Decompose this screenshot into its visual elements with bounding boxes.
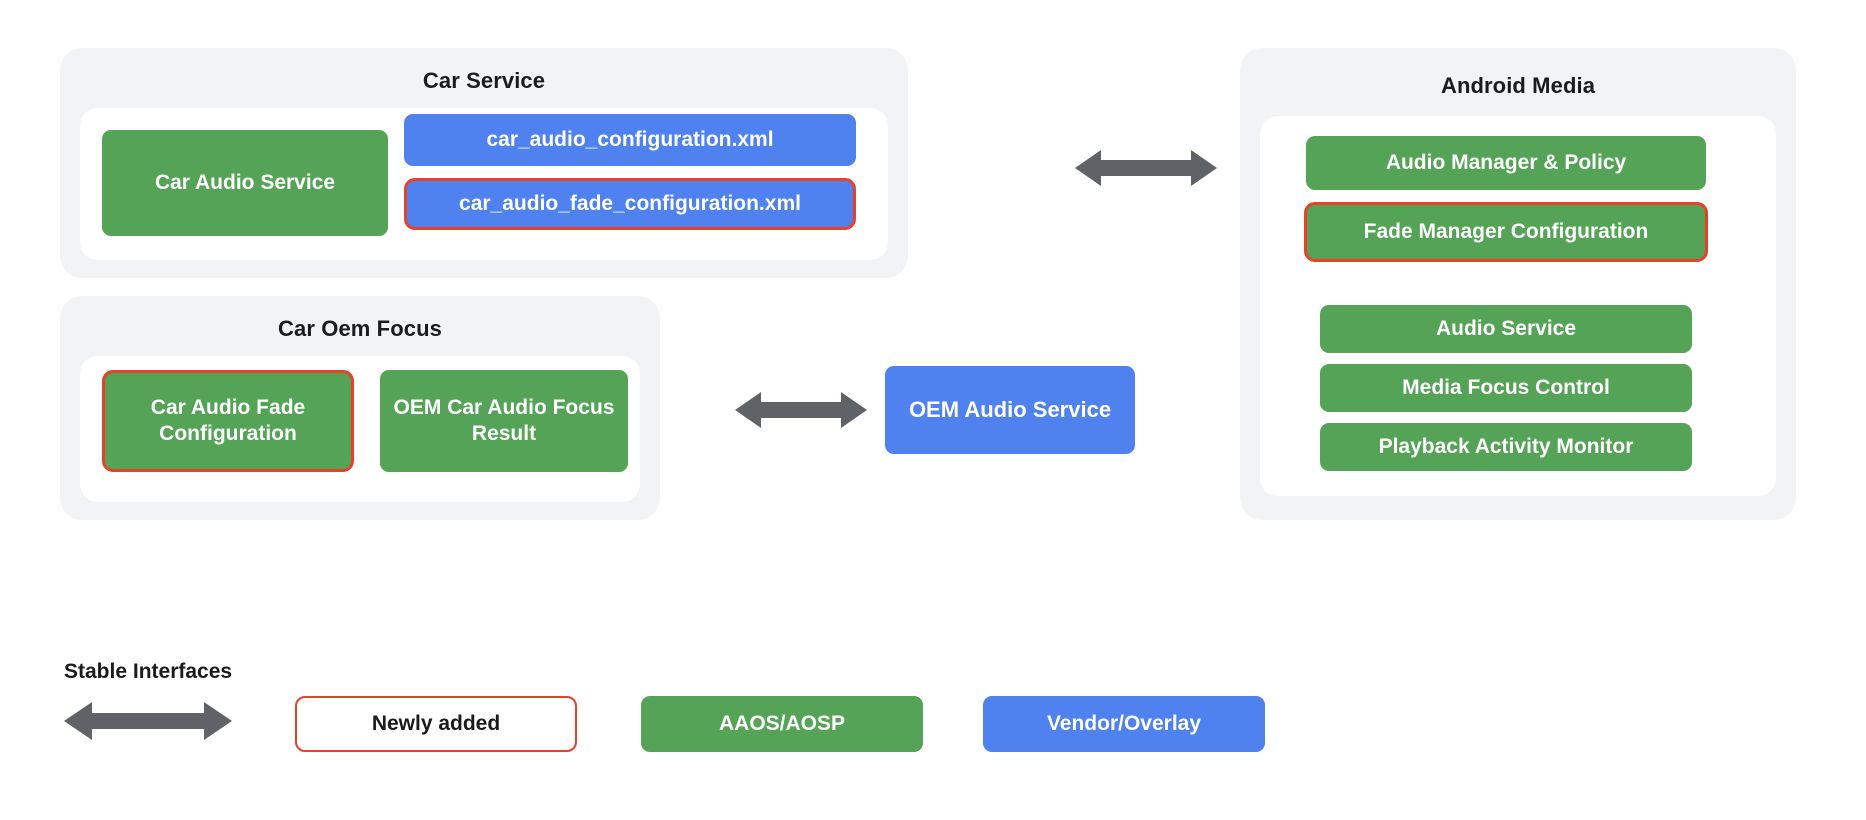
- group-car-oem-focus: Car Oem Focus Car Audio Fade Configurati…: [60, 296, 660, 520]
- group-android-media-inner: Audio Manager & Policy Fade Manager Conf…: [1260, 116, 1776, 496]
- arrow-car-oem-focus-to-oem-audio-service: [735, 390, 867, 430]
- group-car-oem-focus-title: Car Oem Focus: [278, 316, 442, 341]
- node-car-audio-fade-configuration-xml[interactable]: car_audio_fade_configuration.xml: [404, 178, 856, 230]
- legend-item-aaos-aosp[interactable]: AAOS/AOSP: [641, 696, 923, 752]
- node-oem-car-audio-focus-result[interactable]: OEM Car Audio Focus Result: [380, 370, 628, 472]
- node-audio-service[interactable]: Audio Service: [1320, 305, 1692, 353]
- group-car-service-title: Car Service: [422, 68, 546, 93]
- node-audio-manager-and-policy[interactable]: Audio Manager & Policy: [1306, 136, 1706, 190]
- node-fade-manager-configuration[interactable]: Fade Manager Configuration: [1304, 202, 1708, 262]
- arrow-car-service-to-android-media: [1075, 148, 1217, 188]
- node-media-focus-control[interactable]: Media Focus Control: [1320, 364, 1692, 412]
- legend-item-vendor-overlay[interactable]: Vendor/Overlay: [983, 696, 1265, 752]
- node-oem-audio-service[interactable]: OEM Audio Service: [885, 366, 1135, 454]
- legend-item-newly-added[interactable]: Newly added: [295, 696, 577, 752]
- node-playback-activity-monitor[interactable]: Playback Activity Monitor: [1320, 423, 1692, 471]
- group-car-service: Car Service Car Audio Service car_audio_…: [60, 48, 908, 278]
- node-car-audio-configuration-xml[interactable]: car_audio_configuration.xml: [404, 114, 856, 166]
- group-android-media: Android Media Audio Manager & Policy Fad…: [1240, 48, 1796, 520]
- group-car-service-inner: Car Audio Service car_audio_configuratio…: [80, 108, 888, 260]
- group-car-oem-focus-inner: Car Audio Fade Configuration OEM Car Aud…: [80, 356, 640, 502]
- group-android-media-title: Android Media: [1440, 73, 1596, 98]
- legend-stable-interfaces-arrow-icon: [64, 700, 232, 742]
- diagram-card: Car Service Car Audio Service car_audio_…: [12, 8, 1854, 812]
- node-car-audio-fade-configuration[interactable]: Car Audio Fade Configuration: [102, 370, 354, 472]
- legend-stable-interfaces-label: Stable Interfaces: [64, 660, 233, 683]
- node-car-audio-service[interactable]: Car Audio Service: [102, 130, 388, 236]
